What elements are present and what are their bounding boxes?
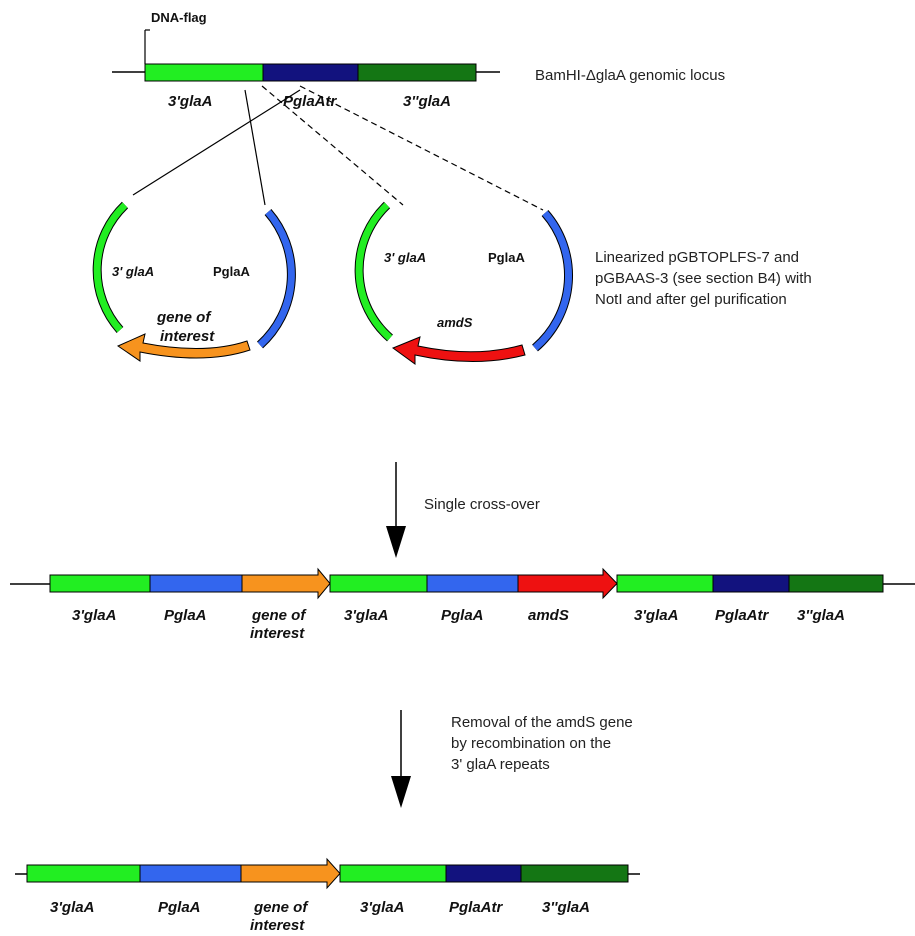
right-plasmid: 3' glaA PglaA amdS [354, 201, 573, 365]
middle-seg-3ppglaA [788, 574, 884, 593]
left-plasmid-arrow-label-line2: interest [160, 328, 215, 345]
top-label-3glaA: 3'glaA [168, 93, 212, 110]
right-plasmid-arrow-label: amdS [437, 315, 473, 330]
middle-label-3glaA-1: 3'glaA [72, 607, 116, 624]
middle-label-3ppglaA: 3''glaA [797, 607, 845, 624]
middle-label-PglaA-2: PglaA [441, 607, 484, 624]
final-seg-PglaA [139, 864, 242, 883]
step1-label: Single cross-over [424, 496, 540, 513]
right-plasmid-label-3glaA: 3' glaA [384, 250, 426, 265]
final-seg-PglaAtr [445, 864, 522, 883]
middle-seg-3glaA-2 [329, 574, 428, 593]
right-plasmid-red-arrow [391, 336, 526, 365]
middle-seg-amdS-arrow [517, 567, 618, 600]
right-plasmid-green-arc [355, 202, 393, 341]
middle-seg-PglaA-1 [149, 574, 243, 593]
left-plasmid-line-1 [132, 89, 301, 196]
right-plasmid-label-PglaA: PglaA [488, 250, 525, 265]
final-label-PglaAtr: PglaAtr [449, 899, 504, 916]
left-plasmid-line-2 [244, 89, 266, 206]
left-plasmid-orange-arrow [116, 333, 251, 362]
middle-label-3glaA-3: 3'glaA [634, 607, 678, 624]
left-plasmid-label-3glaA: 3' glaA [112, 264, 154, 279]
final-label-PglaA: PglaA [158, 899, 201, 916]
final-seg-3glaA-1 [26, 864, 141, 883]
recombination-lines [132, 85, 544, 211]
step2-arrow-head [391, 776, 411, 808]
final-label-gene-of-interest: gene of interest [250, 899, 312, 934]
middle-construct: 3'glaA PglaA gene of interest 3'glaA Pgl… [10, 567, 915, 642]
top-segment-PglaAtr [262, 63, 359, 82]
top-label-3ppglaA: 3''glaA [403, 93, 451, 110]
final-construct: 3'glaA PglaA gene of interest 3'glaA Pgl… [15, 857, 640, 934]
step1-arrow-head [386, 526, 406, 558]
plasmid-description-line1: Linearized pGBTOPLFS-7 and [595, 249, 799, 266]
final-seg-3glaA-2 [339, 864, 447, 883]
step1-arrow: Single cross-over [386, 462, 540, 558]
top-segment-3glaA [144, 63, 264, 82]
final-label-3glaA-1: 3'glaA [50, 899, 94, 916]
top-locus: DNA-flag 3'glaA PglaAtr 3''glaA BamHI-Δg… [112, 10, 725, 110]
step2-label-line2: by recombination on the [451, 735, 611, 752]
top-label-PglaAtr: PglaAtr [283, 93, 338, 110]
middle-seg-PglaAtr [712, 574, 790, 593]
plasmid-description-line2: pGBAAS-3 (see section B4) with [595, 270, 812, 287]
final-label-3ppglaA: 3''glaA [542, 899, 590, 916]
left-plasmid-arrow-label-line1: gene of [156, 309, 212, 326]
middle-label-3glaA-2: 3'glaA [344, 607, 388, 624]
middle-label-gene-of-interest: gene of interest [250, 607, 310, 642]
left-plasmid: 3' glaA PglaA gene of interest [92, 201, 296, 362]
middle-seg-3glaA-3 [616, 574, 714, 593]
right-plasmid-dashed-2 [299, 85, 544, 211]
left-plasmid-label-PglaA: PglaA [213, 264, 250, 279]
right-plasmid-blue-arc [532, 210, 572, 351]
step2-label-line1: Removal of the amdS gene [451, 714, 633, 731]
right-plasmid-dashed-1 [261, 85, 404, 206]
left-plasmid-green-arc [93, 202, 128, 333]
middle-label-PglaA-1: PglaA [164, 607, 207, 624]
top-locus-description: BamHI-ΔglaA genomic locus [535, 67, 725, 84]
middle-label-PglaAtr: PglaAtr [715, 607, 770, 624]
plasmid-description-line3: NotI and after gel purification [595, 291, 787, 308]
middle-seg-gene-of-interest-arrow [241, 567, 331, 600]
middle-label-amdS: amdS [528, 607, 569, 624]
middle-seg-3glaA-1 [49, 574, 151, 593]
top-segment-3ppglaA [357, 63, 477, 82]
dna-flag-label: DNA-flag [151, 10, 207, 25]
final-seg-gene-of-interest-arrow [240, 857, 341, 890]
middle-seg-PglaA-2 [426, 574, 519, 593]
final-seg-3ppglaA [520, 864, 629, 883]
step2-label-line3: 3' glaA repeats [451, 756, 550, 773]
final-label-3glaA-2: 3'glaA [360, 899, 404, 916]
step2-arrow: Removal of the amdS gene by recombinatio… [391, 710, 633, 808]
left-plasmid-blue-arc [257, 209, 295, 348]
